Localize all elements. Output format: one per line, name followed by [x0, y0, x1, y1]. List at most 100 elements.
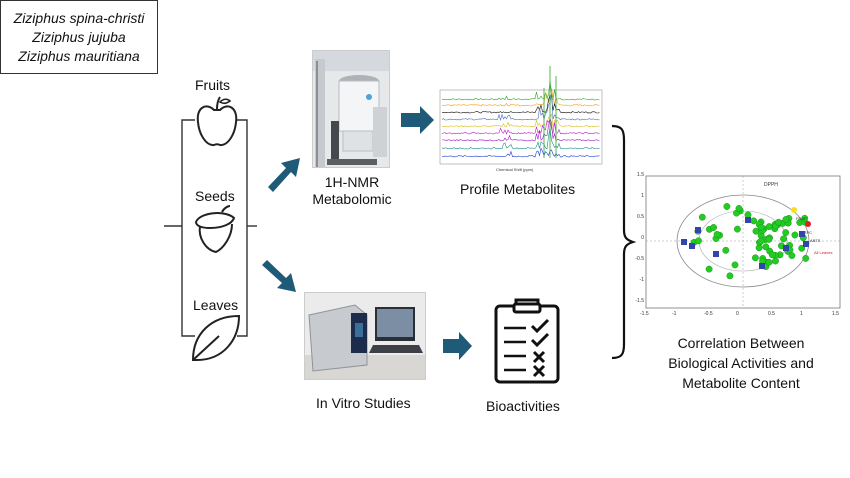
label-profile: Profile Metabolites	[460, 181, 576, 197]
plot-point	[791, 207, 797, 213]
plot-point	[734, 225, 741, 233]
plot-point	[698, 213, 706, 221]
spectrum-trace	[441, 147, 600, 158]
plot-point	[765, 236, 773, 243]
arrow-to-nmr	[268, 158, 300, 192]
left-bracket	[181, 119, 195, 337]
plot-point	[762, 243, 770, 251]
plot-point	[722, 246, 730, 254]
correlation-line-3: Metabolite Content	[682, 375, 800, 391]
invitro-drawing	[305, 293, 425, 379]
y-tick: 0	[641, 235, 644, 241]
plot-point	[731, 261, 739, 269]
curly-bracket	[611, 124, 637, 360]
plot-point	[775, 218, 783, 226]
plot-point	[705, 265, 713, 273]
spectra-axis-label: Chemical Shift (ppm)	[496, 167, 534, 172]
plot-point	[750, 217, 758, 225]
species-1: Ziziphus spina-christi	[13, 9, 145, 26]
species-box: Ziziphus spina-christi Ziziphus jujuba Z…	[0, 0, 158, 74]
apple-icon	[196, 96, 238, 147]
invitro-photo	[304, 292, 426, 380]
x-tick: 0.5	[768, 311, 775, 317]
y-tick: 0.5	[637, 214, 644, 220]
plot-point	[710, 224, 718, 231]
correlation-plot: DPPH FRAP All Leaves ABTS TPC 1.5 1 0.5 0 -0…	[635, 168, 842, 320]
plot-point	[805, 221, 811, 227]
plot-square	[803, 241, 809, 247]
spectrum-trace	[441, 87, 600, 107]
plot-point	[735, 205, 743, 212]
plot-point	[723, 203, 731, 210]
plot-point	[802, 255, 810, 262]
correlation-line-2: Biological Activities and	[668, 355, 814, 371]
plot-point	[768, 251, 776, 259]
plot-point	[780, 235, 787, 243]
arrow-to-bioactivities	[443, 332, 472, 360]
x-tick: 0	[736, 311, 739, 317]
right-bracket	[237, 119, 248, 337]
label-dpph: DPPH	[764, 182, 778, 188]
clipboard-icon	[494, 298, 560, 384]
nmr-spectra: Chemical Shift (ppm)	[438, 58, 606, 176]
label-fruits: Fruits	[195, 77, 230, 93]
plot-point	[757, 224, 765, 231]
plot-point	[695, 237, 702, 245]
label-seeds: Seeds	[195, 188, 235, 204]
plot-point	[782, 229, 790, 236]
plot-point	[765, 258, 773, 266]
spectrum-trace	[441, 118, 600, 135]
nmr-photo	[312, 50, 390, 168]
label-leaves: Leaves	[193, 297, 239, 313]
label-nmr-1: 1H-NMR	[324, 174, 380, 190]
plot-square	[759, 263, 765, 269]
plot-point	[801, 214, 809, 222]
spectrum-trace	[441, 80, 600, 101]
y-tick: -1.5	[635, 298, 644, 304]
y-tick: 1	[641, 193, 644, 199]
label-abts: ABTS	[810, 238, 821, 243]
plot-point	[782, 216, 790, 223]
label-tpc: TPC	[804, 230, 812, 235]
species-2: Ziziphus jujuba	[32, 28, 126, 45]
y-tick: 1.5	[637, 172, 644, 178]
y-tick: -1	[639, 277, 644, 283]
correlation-line-1: Correlation Between	[677, 335, 805, 351]
label-invitro: In Vitro Studies	[316, 395, 411, 411]
x-tick: 1	[800, 311, 803, 317]
spectrum-trace	[441, 117, 600, 142]
plot-point	[713, 231, 721, 238]
plot-square	[783, 245, 789, 251]
plot-square	[689, 243, 695, 249]
plot-square	[745, 217, 751, 223]
x-tick: -0.5	[704, 311, 713, 317]
spectrum-trace	[441, 127, 600, 150]
leaf-icon	[191, 314, 241, 361]
plot-point	[765, 223, 773, 230]
plot-square	[681, 239, 687, 245]
label-all-leaves: All Leaves	[814, 250, 832, 255]
spectrum-trace	[441, 93, 600, 122]
label-bioactivities: Bioactivities	[486, 398, 560, 414]
nmr-drawing	[313, 51, 389, 167]
x-tick: -1.5	[640, 311, 649, 317]
acorn-icon	[194, 205, 236, 254]
plot-point	[726, 272, 734, 280]
plot-point	[791, 231, 799, 239]
correlation-title: Correlation Between Biological Activitie…	[636, 333, 846, 393]
plot-point	[752, 254, 759, 262]
label-nmr-2: Metabolomic	[312, 191, 392, 207]
arrow-to-invitro	[262, 260, 296, 292]
y-tick: -0.5	[635, 256, 644, 262]
arrows	[262, 106, 472, 360]
plot-point	[757, 237, 765, 245]
plot-square	[695, 227, 701, 233]
x-tick: 1.5	[832, 311, 839, 317]
plot-point	[772, 257, 779, 265]
plot-square	[799, 231, 805, 237]
plot-svg: DPPH FRAP All Leaves ABTS TPC	[645, 175, 841, 309]
spectra-svg	[439, 66, 603, 165]
label-frap: FRAP	[796, 216, 807, 221]
species-3: Ziziphus mauritiana	[18, 47, 140, 64]
